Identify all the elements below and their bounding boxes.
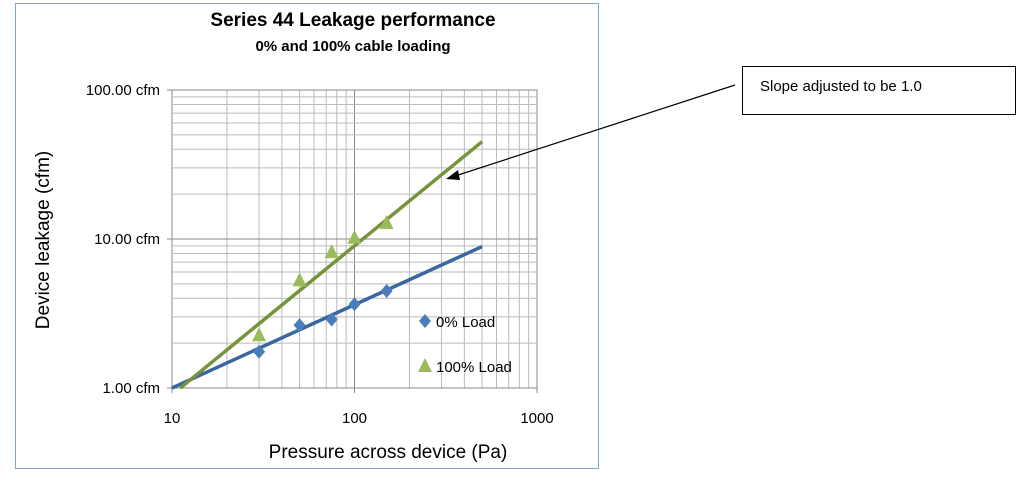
annotation-callout: Slope adjusted to be 1.0 [742,66,1016,115]
chart-subtitle: 0% and 100% cable loading [255,38,450,55]
y-tick-label: 10.00 cfm [94,231,160,248]
data-point-0-load [253,344,266,359]
chart-title: Series 44 Leakage performance [210,10,495,31]
annotation-text: Slope adjusted to be 1.0 [760,78,922,95]
y-tick-label: 100.00 cfm [86,82,160,99]
y-tick-label: 1.00 cfm [102,380,160,397]
x-axis-label: Pressure across device (Pa) [269,442,508,463]
trendline-0-load [171,244,483,390]
annotation-arrowhead [446,170,460,180]
x-tick-label: 100 [342,410,367,427]
legend-label: 0% Load [436,314,495,331]
x-tick-label: 1000 [520,410,553,427]
chart-frame [15,3,599,469]
legend: 0% Load 100% Load [418,314,512,376]
data-point-100-load [292,272,307,287]
data-point-0-load [325,312,338,327]
y-axis-label: Device leakage (cfm) [33,151,54,329]
trendline-100-load [179,140,484,390]
trendlines [171,140,484,390]
data-point-0-load [348,297,361,312]
data-point-0-load [380,283,393,298]
data-point-100-load [324,244,339,259]
legend-marker [418,358,432,372]
data-point-0-load [293,318,306,333]
data-point-100-load [379,215,394,230]
data-points [252,215,394,359]
legend-label: 100% Load [436,359,512,376]
data-point-100-load [347,229,362,244]
data-point-100-load [252,327,267,342]
x-tick-label: 10 [164,410,181,427]
annotation-arrow [451,84,736,178]
legend-marker [419,314,431,328]
